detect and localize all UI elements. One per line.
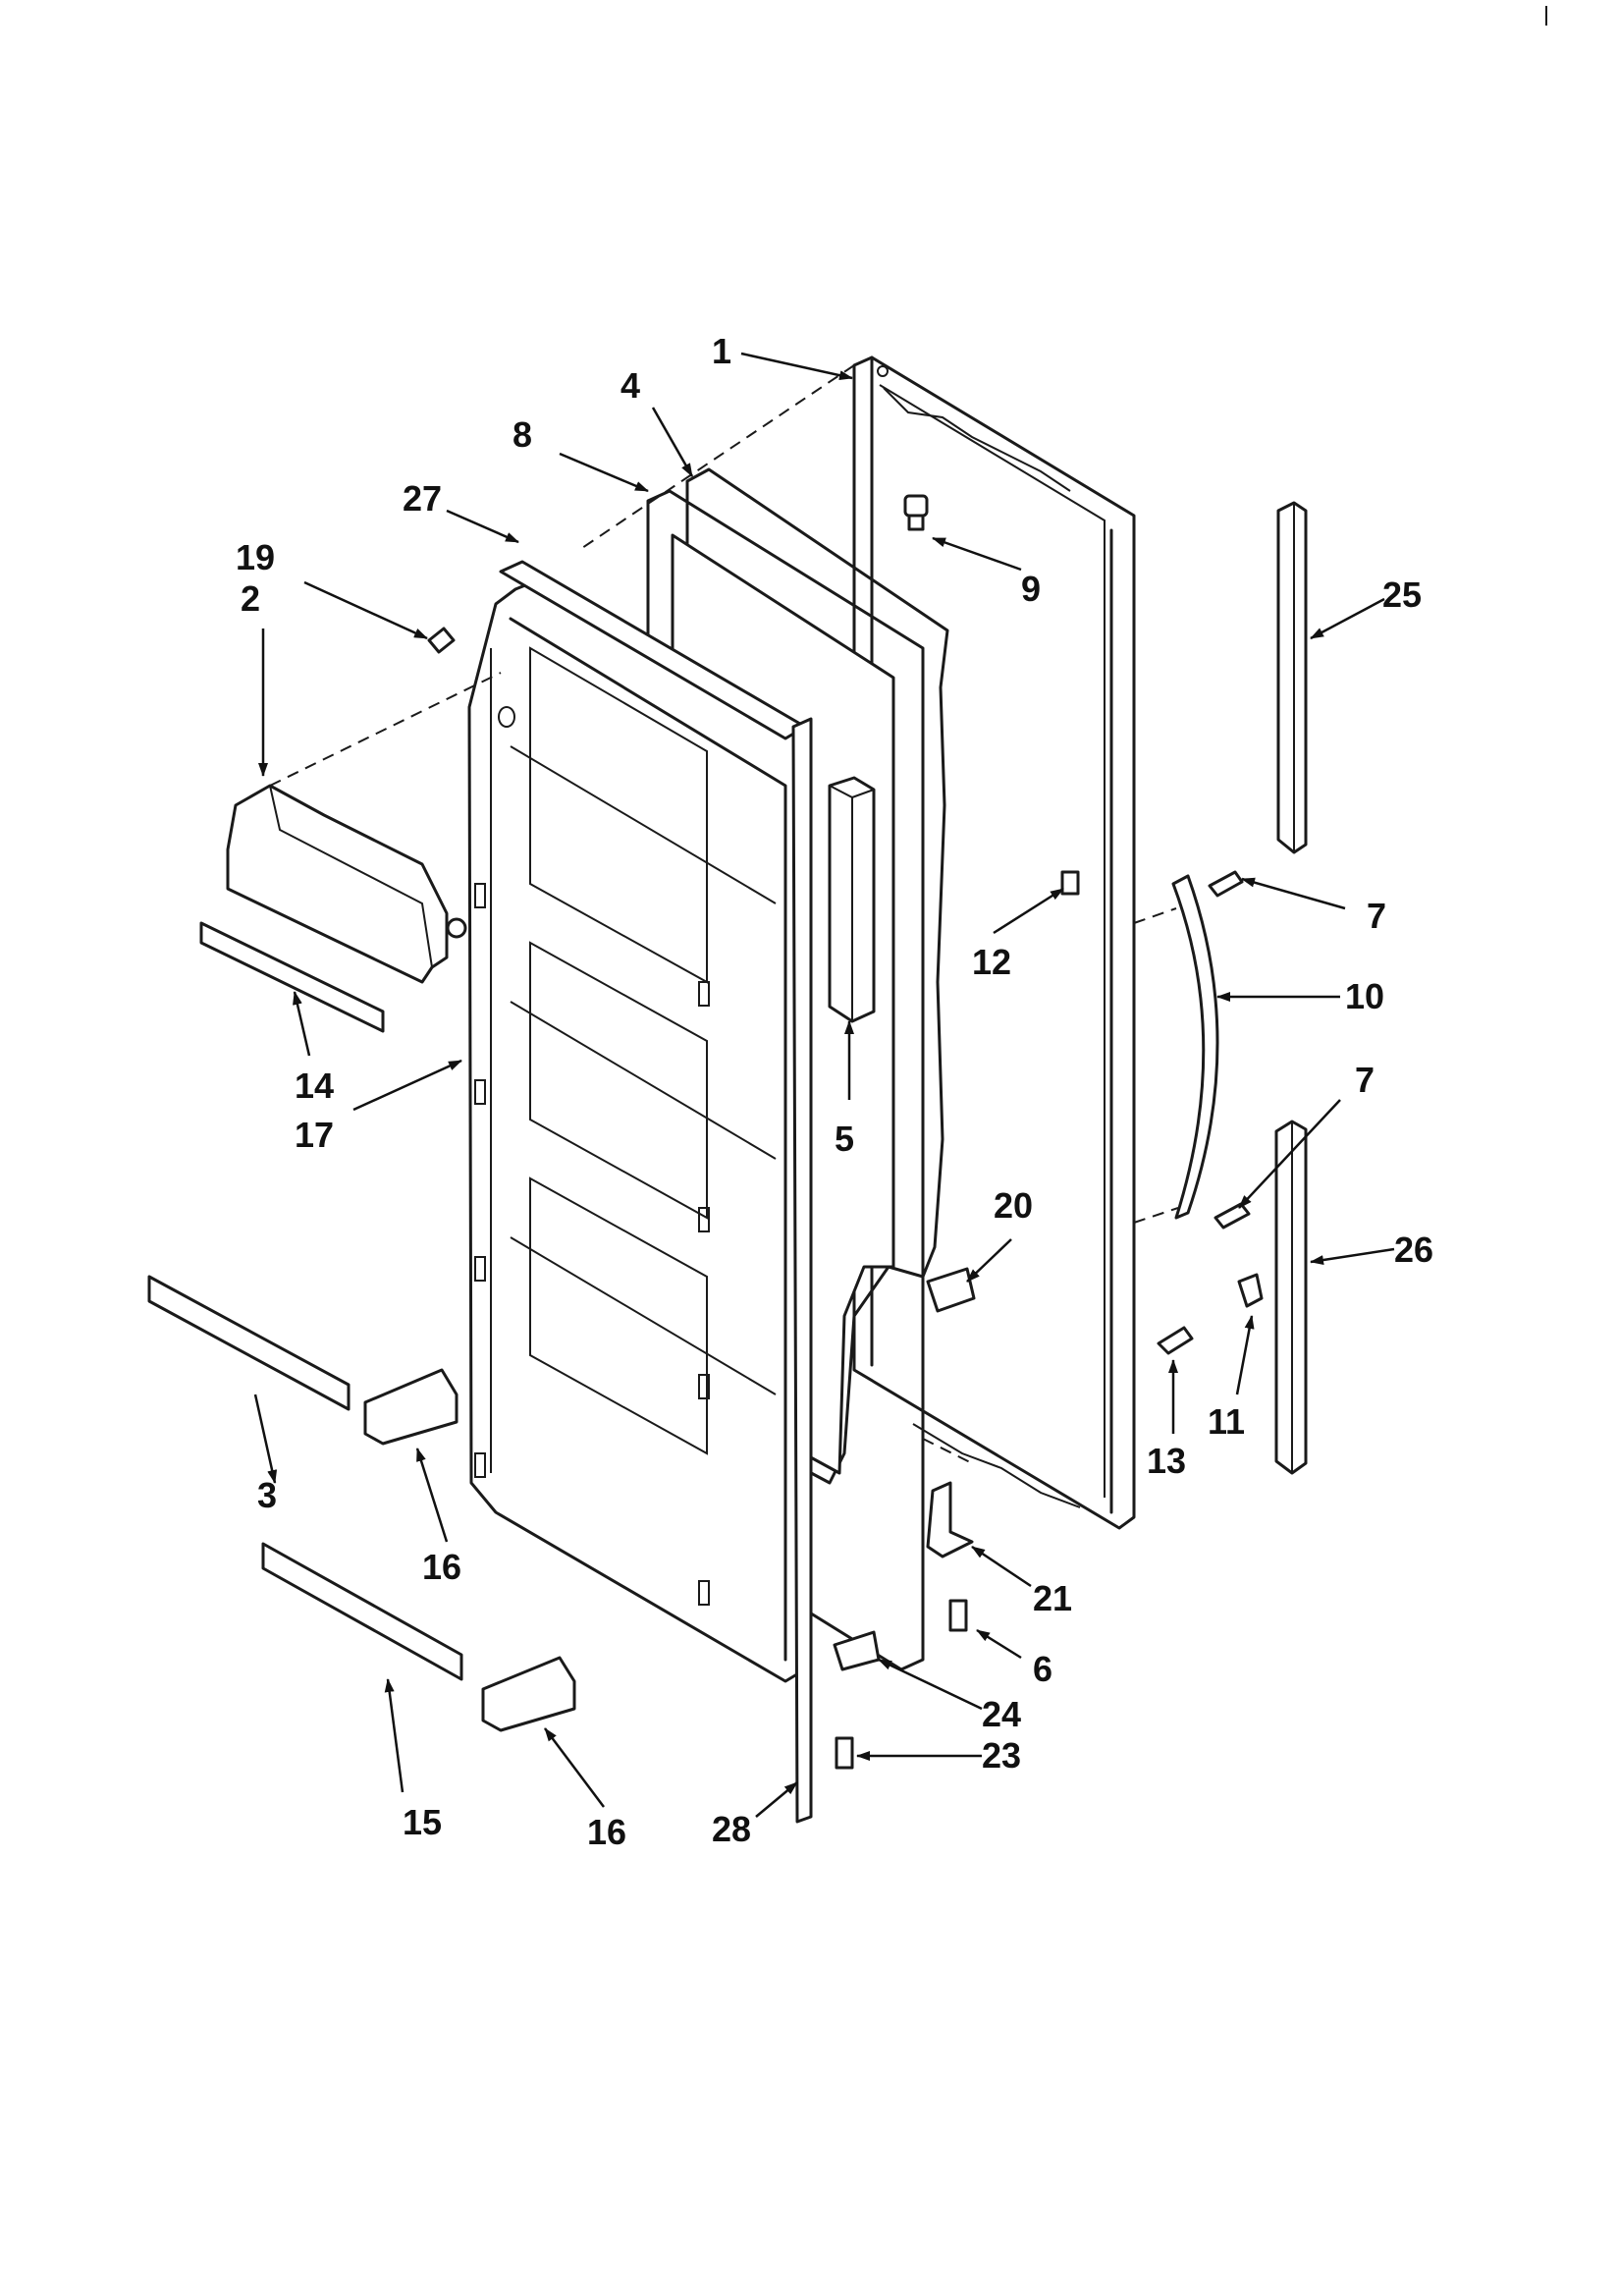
part-screw-6 [948,1599,968,1632]
part-grille-15 [261,1542,463,1681]
part-clip-11 [1237,1273,1264,1308]
callout-13: 13 [1147,1441,1186,1481]
callout-21: 21 [1033,1578,1072,1618]
callout-2: 2 [241,578,260,619]
callout-23: 23 [982,1735,1021,1776]
part-cap-16b [481,1656,576,1732]
part-bracket-20 [926,1267,976,1313]
part-strip-25 [1276,501,1308,854]
callout-27: 27 [403,478,442,519]
guide-line-hinge [922,1438,973,1464]
callout-9: 9 [1021,569,1041,609]
callout-20: 20 [994,1185,1033,1226]
callout-8: 8 [512,414,532,455]
part-bin-2 [226,784,467,984]
callout-5: 5 [835,1119,854,1159]
part-trim-14 [199,921,385,1033]
callout-7a: 7 [1367,896,1386,936]
callout-16b: 16 [587,1812,626,1852]
part-handle-10 [1171,874,1219,1220]
guide-line-handle-bottom [1133,1207,1179,1224]
guide-line-bin [269,672,502,787]
callout-24: 24 [982,1694,1021,1734]
leader-lines [253,352,1395,1818]
callout-17: 17 [295,1115,334,1155]
callout-3: 3 [257,1475,277,1515]
callout-12: 12 [972,942,1011,982]
guide-line-top [578,364,855,551]
callout-25: 25 [1382,574,1422,615]
part-block-5 [828,776,876,1023]
part-screw-13 [1157,1326,1194,1355]
callout-28: 28 [712,1809,751,1849]
part-bracket-24 [833,1630,881,1671]
callout-26: 26 [1394,1230,1433,1270]
callout-6: 6 [1033,1649,1052,1689]
callout-labels: 1 2 3 4 5 6 7 7 8 9 10 11 12 13 14 15 16… [236,331,1433,1852]
part-trim-28 [791,717,813,1824]
part-hinge-21 [926,1481,974,1558]
part-screw-7a [1208,870,1244,898]
part-screw-19 [427,627,456,654]
part-screw-23 [835,1736,854,1770]
part-grille-3 [147,1275,351,1411]
callout-10: 10 [1345,976,1384,1016]
part-plug-9 [903,494,929,531]
callout-4: 4 [620,365,640,406]
callout-14: 14 [295,1066,334,1106]
part-cap-16a [363,1368,458,1446]
callout-16a: 16 [422,1547,461,1587]
callout-1: 1 [712,331,731,371]
guide-line-handle-top [1133,907,1177,924]
callout-11: 11 [1208,1401,1245,1442]
part-inner-liner-17 [467,575,807,1683]
part-clip-12 [1060,870,1080,896]
callout-15: 15 [403,1802,442,1842]
callout-7b: 7 [1355,1060,1375,1100]
part-strip-26 [1274,1120,1308,1475]
callout-19: 19 [236,537,275,577]
part-screw-7b [1214,1202,1251,1230]
